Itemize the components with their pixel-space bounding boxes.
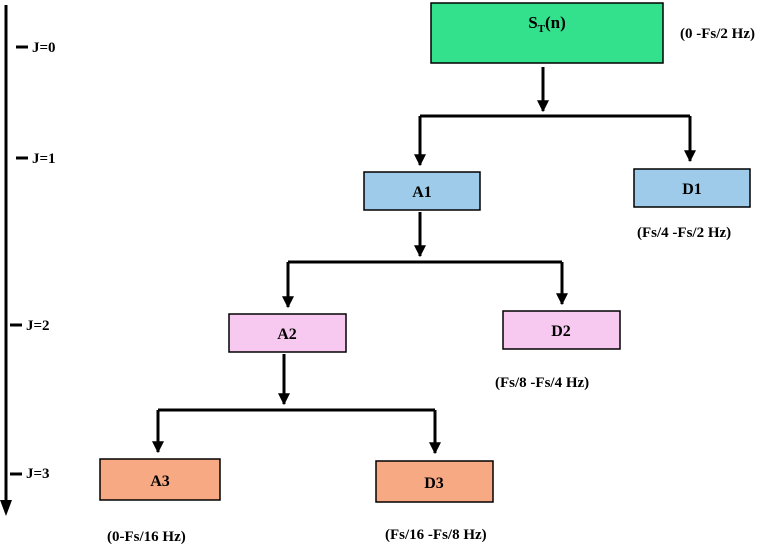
connectors [152, 67, 696, 455]
a1-label: A1 [412, 184, 432, 201]
node-d2: D2 (Fs/8 -Fs/4 Hz) [495, 310, 621, 391]
a3-label: A3 [150, 473, 170, 490]
root-band-label: (0 -Fs/2 Hz) [680, 26, 755, 42]
d1-box [633, 168, 751, 208]
d3-band-label: (Fs/16 -Fs/8 Hz) [385, 527, 487, 543]
level-label-0: J=0 [32, 40, 56, 56]
node-d1: D1 (Fs/4 -Fs/2 Hz) [633, 168, 751, 241]
a3-box [99, 458, 221, 501]
a2-box [228, 313, 347, 353]
d2-band-label: (Fs/8 -Fs/4 Hz) [495, 375, 589, 391]
node-d3: D3 (Fs/16 -Fs/8 Hz) [375, 460, 494, 543]
node-a2: A2 [228, 313, 347, 353]
d1-band-label: (Fs/4 -Fs/2 Hz) [637, 225, 731, 241]
d1-label: D1 [682, 181, 702, 198]
d2-box [502, 310, 621, 350]
level-label-1: J=1 [32, 151, 56, 167]
d3-label: D3 [424, 475, 444, 492]
level-axis: J=0 J=1 J=2 J=3 [0, 5, 56, 516]
a1-box [363, 171, 481, 211]
level-label-2: J=2 [26, 318, 50, 334]
root-label: ST(n) [528, 13, 566, 35]
d3-box [375, 460, 494, 503]
node-a3: A3 (0-Fs/16 Hz) [99, 458, 221, 545]
a3-band-label: (0-Fs/16 Hz) [107, 529, 186, 545]
level-label-3: J=3 [26, 466, 50, 482]
root-box [430, 2, 664, 64]
a2-label: A2 [277, 326, 297, 343]
node-a1: A1 [363, 171, 481, 211]
node-root: ST(n) (0 -Fs/2 Hz) [430, 2, 755, 64]
level-axis-arrowhead [0, 500, 12, 516]
d2-label: D2 [551, 323, 571, 340]
